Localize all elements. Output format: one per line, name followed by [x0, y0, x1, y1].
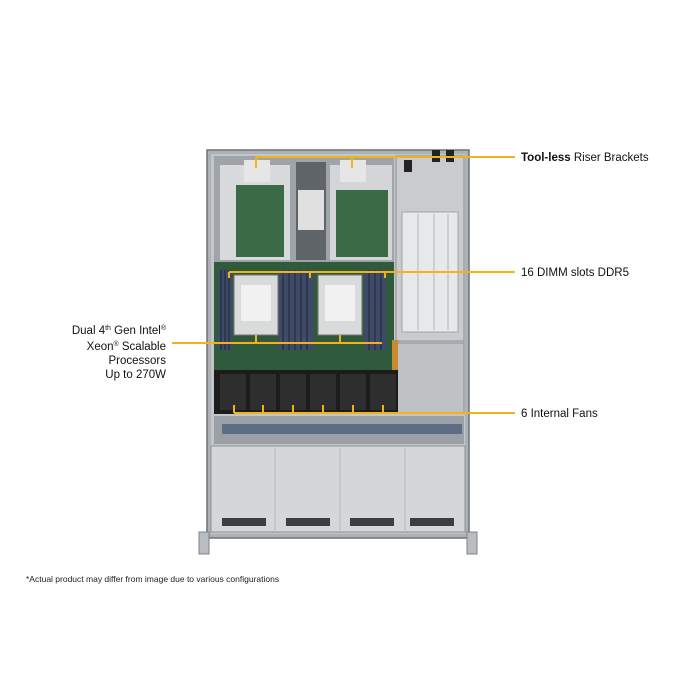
cpu-line2-pre: Xeon [86, 341, 114, 353]
disclaimer-footnote: *Actual product may differ from image du… [26, 574, 280, 584]
cpu-line3: Up to 270W [105, 369, 166, 381]
processor-callout: Dual 4th Gen Intel® Xeon® Scalable Proce… [40, 322, 166, 382]
riser-rest-text: Riser Brackets [570, 152, 649, 164]
cpu-reg2: ® [113, 341, 119, 348]
riser-brackets-callout: Tool-less Riser Brackets [521, 151, 649, 165]
riser-bold-text: Tool-less [521, 152, 571, 164]
cpu-line2-post: Scalable Processors [108, 341, 166, 367]
cpu-reg1: ® [160, 325, 166, 332]
cpu-line1-sup: th [105, 325, 111, 332]
cpu-line1-post: Gen Intel [110, 325, 161, 337]
dimm-slots-callout: 16 DIMM slots DDR5 [521, 267, 629, 279]
cpu-line1-pre: Dual 4 [71, 325, 106, 337]
internal-fans-callout: 6 Internal Fans [521, 408, 598, 420]
